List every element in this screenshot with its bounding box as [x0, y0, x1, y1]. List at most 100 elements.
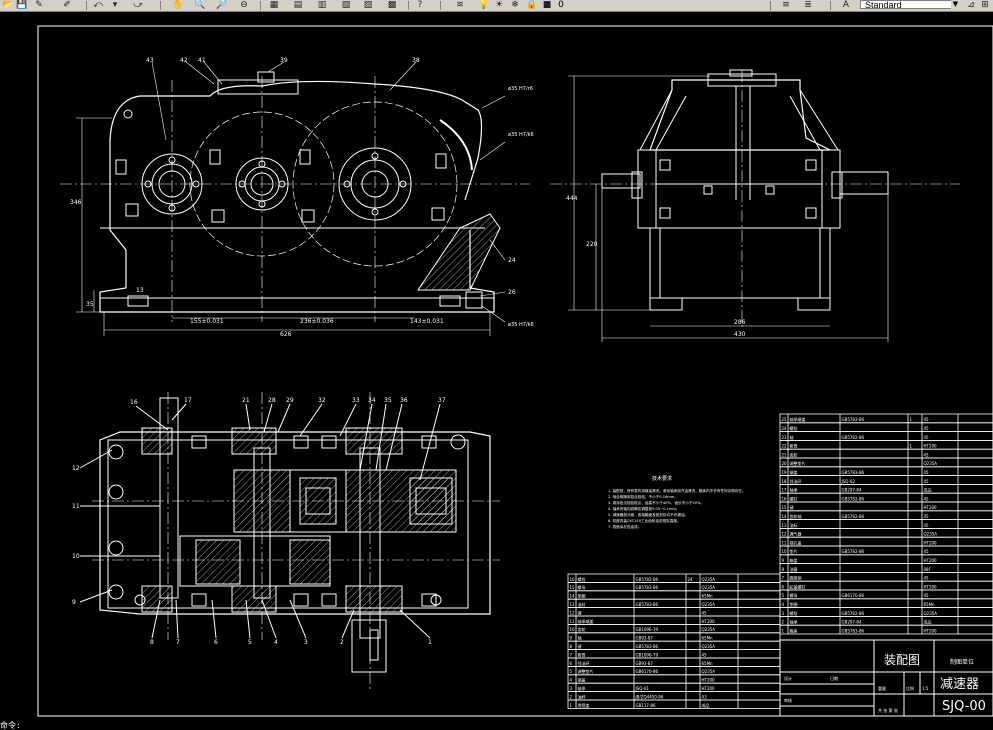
open-icon[interactable]: 📂: [2, 0, 14, 10]
callout-16: 16: [130, 399, 138, 406]
dim-span-b: 236±0.036: [300, 318, 334, 325]
design-center-icon[interactable]: ▤: [293, 0, 303, 10]
bom-lower-cell: 挡油环: [578, 660, 590, 666]
help-icon[interactable]: ?: [417, 0, 423, 10]
bom-upper-cell: 垫片: [790, 548, 798, 554]
freeze-icon[interactable]: ❄: [511, 0, 519, 10]
bom-upper-cell: HT200: [924, 628, 938, 633]
bom-upper-cell: 19: [782, 470, 788, 475]
callout-43: 43: [146, 57, 154, 64]
bom-upper-cell: GB6170-86: [842, 593, 865, 598]
bom-upper-cell: 18: [782, 479, 788, 484]
bom-upper-cell: 10: [782, 549, 788, 554]
bom-upper-cell: 17: [782, 488, 788, 493]
match-props-icon[interactable]: ✐: [63, 0, 71, 10]
bom-upper-cell: 油塞: [790, 566, 798, 572]
top-view: [79, 392, 500, 690]
sun-icon[interactable]: ☀: [494, 0, 504, 10]
bom-upper-cell: 成品: [924, 487, 932, 493]
bom-lower-cell: 螺栓: [578, 576, 586, 582]
bom-lower-cell: 16: [570, 577, 576, 582]
bom-lower-row: [567, 582, 781, 592]
bom-upper-cell: 齿轮轴: [790, 513, 802, 519]
undo-dropdown-icon[interactable]: ▾: [112, 0, 118, 10]
bom-upper-row: [779, 510, 993, 520]
bom-lower-cell: GB5783-86: [636, 602, 659, 607]
command-line[interactable]: 命令:: [0, 722, 993, 730]
callout-38: 38: [412, 57, 420, 64]
title-block: [779, 639, 993, 717]
callout-36: 36: [400, 397, 408, 404]
bom-lower-cell: 10: [570, 627, 576, 632]
bom-upper-row: [779, 563, 993, 573]
save-icon[interactable]: 💾: [16, 0, 28, 10]
layer-states-icon[interactable]: ≡: [782, 0, 790, 10]
lock-icon[interactable]: 🔒: [526, 0, 538, 10]
redo-icon[interactable]: ⤻: [133, 0, 143, 10]
text-style-icon[interactable]: A: [842, 0, 850, 10]
print-icon[interactable]: ✎: [35, 0, 43, 10]
bom-upper-cell: 螺母: [790, 592, 798, 598]
bulb-icon[interactable]: 💡: [478, 0, 490, 10]
dim-width-inner: 286: [734, 319, 746, 326]
dim-style-icon[interactable]: ⊿: [967, 0, 975, 10]
title-weight-label: 重量: [878, 685, 886, 691]
layer-name[interactable]: 0: [558, 0, 564, 10]
drawing-canvas[interactable]: 626 155±0.031 236±0.036 143±0.031 346 35…: [0, 11, 993, 730]
bom-upper-row: [779, 439, 993, 450]
markup-icon[interactable]: ▨: [363, 0, 373, 10]
zoom-window-icon[interactable]: 🔎: [216, 0, 228, 10]
note-5: 5. 减速器剖分面、各接触面及密封处均不许漏油。: [608, 512, 688, 517]
bom-lower-cell: GB6170-86: [636, 669, 659, 674]
bom-lower-cell: Q235A: [702, 577, 716, 582]
layer-previous-icon[interactable]: ≣: [804, 0, 812, 10]
bom-lower-cell: 轴承: [578, 685, 586, 691]
bom-lower-row: [567, 691, 781, 701]
bom-lower-cell: HT200: [702, 686, 716, 691]
drawing-border: [37, 25, 993, 717]
callout-42: 42: [180, 57, 188, 64]
bom-lower-cell: 15: [570, 585, 576, 590]
bom-lower-cell: 13: [570, 602, 576, 607]
bom-upper-cell: 45: [924, 417, 930, 422]
bom-upper-cell: 1: [910, 444, 913, 449]
bom-lower-cell: 油杯: [578, 693, 586, 699]
title-company: 制图单位: [950, 658, 974, 666]
pan-icon[interactable]: ✋: [172, 0, 184, 10]
callout-3: 3: [304, 639, 308, 646]
properties-icon[interactable]: ▦: [269, 0, 279, 10]
bom-upper-cell: 轴承端盖: [790, 416, 806, 422]
note-6: 6. 机座内装CKC150工业齿轮油至规定高度。: [608, 518, 681, 523]
table-style-icon[interactable]: ⊞: [981, 0, 989, 10]
bom-upper-cell: 45: [924, 426, 930, 431]
bom-upper-cell: 挡油环: [790, 478, 802, 484]
tool-palette-icon[interactable]: ▥: [317, 0, 327, 10]
sheet-set-icon[interactable]: ▧: [341, 0, 351, 10]
dim-height-small: 35: [86, 301, 94, 308]
bom-lower-cell: 24: [688, 577, 694, 582]
bom-upper-row: [779, 501, 993, 512]
bom-upper-row: [779, 616, 993, 626]
bom-upper-cell: GB5783-86: [842, 628, 865, 633]
title-checked-by: 审核: [784, 697, 792, 703]
bom-upper-row: [779, 422, 993, 432]
undo-icon[interactable]: ⤺: [93, 0, 103, 10]
color-icon[interactable]: ■: [542, 0, 552, 10]
bom-lower-row: [567, 598, 781, 609]
zoom-previous-icon[interactable]: ⊖: [240, 0, 248, 10]
chevron-down-icon[interactable]: ▼: [951, 0, 960, 9]
bom-lower-row: [567, 615, 781, 625]
layer-icon[interactable]: ≋: [456, 0, 464, 10]
title-date-label: 日期: [830, 675, 838, 681]
text-style-select[interactable]: Standard: [860, 0, 960, 10]
bom-lower-cell: 45: [702, 652, 708, 657]
calculator-icon[interactable]: ▩: [387, 0, 397, 10]
bom-lower-cell: 轴承端盖: [578, 618, 594, 624]
bom-lower-cell: 65Mn: [702, 661, 714, 666]
zoom-realtime-icon[interactable]: 🔍: [194, 0, 206, 10]
callout-fit-2: ø35 H7/k6: [508, 132, 534, 138]
bom-lower-cell: GB93-87: [636, 661, 654, 666]
note-4: 4. 轴承的轴向游隙应调整到0.05~0.1mm。: [608, 506, 679, 511]
technical-notes: 技术要求 1. 装配前，所有零件用煤油清洗，滚动轴承用汽油清洗，箱体内不许有任何…: [608, 475, 746, 529]
